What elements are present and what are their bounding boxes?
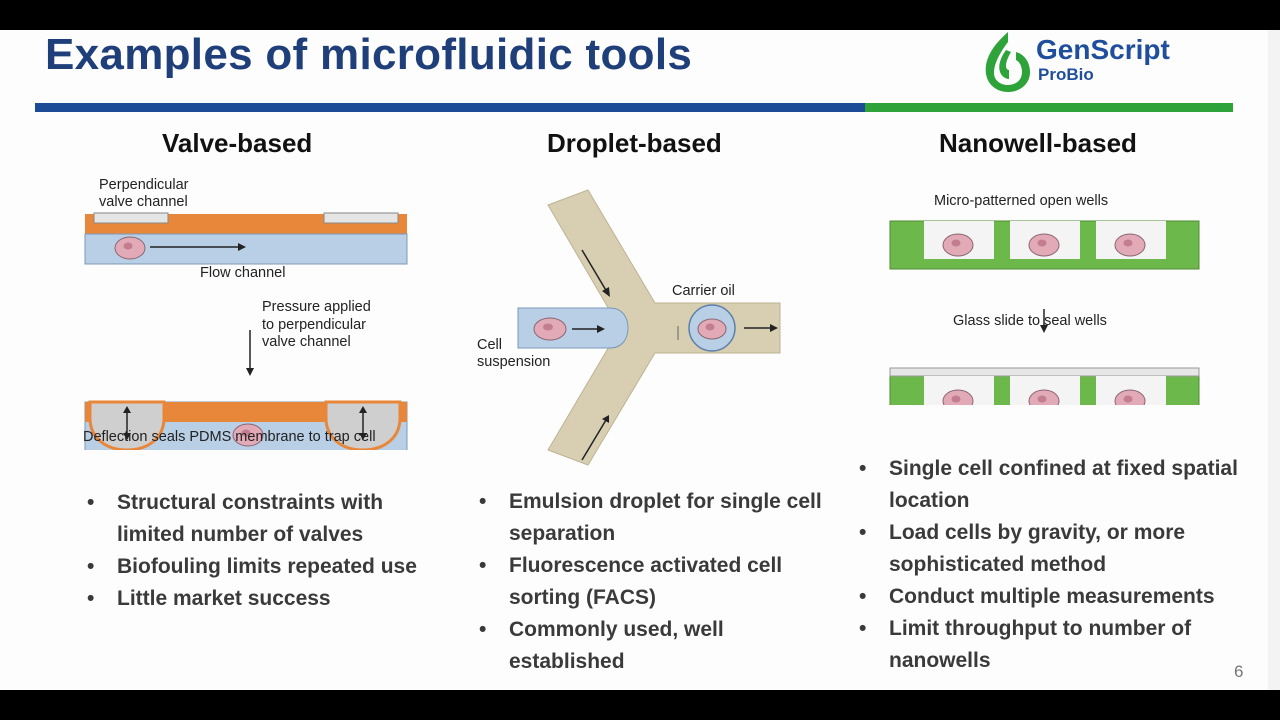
oil-arrow-bottom bbox=[581, 419, 607, 461]
droplet-bullet: •Emulsion droplet for single cell separa… bbox=[479, 490, 822, 545]
carrier-oil-channel bbox=[547, 189, 781, 466]
carrier-oil-label: Carrier oil bbox=[672, 283, 735, 299]
droplet-heading: Droplet-based bbox=[547, 128, 722, 158]
glass-slide bbox=[889, 367, 1200, 377]
slide-title: Examples of microfluidic tools bbox=[45, 30, 693, 79]
genscript-logo: GenScript ProBio bbox=[982, 30, 1202, 96]
flow-arrow-head bbox=[238, 243, 246, 251]
oil-arrow-top-head bbox=[602, 287, 610, 297]
header-divider-blue bbox=[35, 103, 865, 112]
valve-bullet: •Structural constraints with limited num… bbox=[87, 491, 384, 546]
open-wells-label: Micro-patterned open wells bbox=[934, 193, 1109, 209]
oil-arrow-bottom-head bbox=[602, 415, 609, 423]
trapped-cell-nucleus bbox=[241, 429, 251, 437]
logo-name: GenScript bbox=[1036, 34, 1170, 65]
deflection-label: Deflection seals PDMS membrane to trap c… bbox=[83, 429, 376, 445]
nanowell-bullet: •Load cells by gravity, or more sophisti… bbox=[859, 521, 1186, 576]
droplet-bullets: •Emulsion droplet for single cell separa… bbox=[479, 486, 824, 678]
seal-arrow-head bbox=[1040, 325, 1048, 333]
pressure-label-1: Pressure applied bbox=[262, 299, 371, 315]
nanowell-bullet: •Conduct multiple measurements bbox=[859, 585, 1215, 608]
cell-suspension-label-2: suspension bbox=[477, 354, 551, 370]
inlet-cell-nucleus bbox=[543, 323, 553, 331]
nucleus-top bbox=[123, 242, 133, 250]
pressure-arrow-head bbox=[246, 368, 254, 376]
open-well-nucleus-3 bbox=[1123, 239, 1133, 247]
perpendicular-label-1: Perpendicular bbox=[99, 177, 189, 193]
valve-channel-left-top bbox=[93, 212, 169, 224]
flow-channel-label: Flow channel bbox=[200, 265, 286, 281]
valve-heading: Valve-based bbox=[162, 128, 313, 158]
nanowell-heading: Nanowell-based bbox=[939, 128, 1137, 158]
valve-channel-right-top bbox=[323, 212, 399, 224]
header-divider-green bbox=[865, 103, 1233, 112]
membrane-arrow-right-down bbox=[359, 433, 367, 440]
scrollbar[interactable] bbox=[1268, 30, 1280, 690]
cell-suspension-label-1: Cell bbox=[477, 337, 502, 353]
page-number: 6 bbox=[1234, 662, 1244, 681]
droplet-bullet: •Fluorescence activated cell sorting (FA… bbox=[479, 554, 783, 609]
outlet-arrow-head bbox=[770, 324, 778, 332]
valve-bullet: •Little market success bbox=[87, 587, 331, 610]
droplet-bullet: •Commonly used, well established bbox=[479, 618, 724, 673]
slide: Examples of microfluidic tools GenScript… bbox=[0, 30, 1268, 690]
glass-slide-label: Glass slide to seal wells bbox=[953, 313, 1107, 329]
pressure-label-3: valve channel bbox=[262, 334, 351, 350]
inlet-arrow-head bbox=[597, 325, 605, 333]
sealed-well-nucleus-3 bbox=[1123, 395, 1133, 403]
sealed-well-nucleus-2 bbox=[1037, 395, 1047, 403]
valve-bullets: •Structural constraints with limited num… bbox=[87, 487, 432, 615]
membrane-arrow-left-up bbox=[123, 406, 131, 413]
perpendicular-label-2: valve channel bbox=[99, 194, 188, 210]
membrane-arrow-left-down bbox=[123, 433, 131, 440]
sealed-well-nucleus-1 bbox=[951, 395, 961, 403]
nanowell-bullets: •Single cell confined at fixed spatial l… bbox=[859, 453, 1264, 677]
genscript-logo-icon bbox=[985, 32, 1030, 92]
logo-sub: ProBio bbox=[1038, 65, 1094, 84]
nanowell-diagram bbox=[889, 220, 1200, 405]
membrane-arrow-right-up bbox=[359, 406, 367, 413]
droplet-diagram bbox=[517, 189, 781, 466]
droplet-cell-nucleus bbox=[705, 323, 715, 331]
nanowell-bullet: •Limit throughput to number of nanowells bbox=[859, 617, 1192, 672]
nanowell-bullet: •Single cell confined at fixed spatial l… bbox=[859, 457, 1238, 512]
open-well-nucleus-2 bbox=[1037, 239, 1047, 247]
pressure-label-2: to perpendicular bbox=[262, 317, 366, 333]
valve-diagram bbox=[84, 212, 408, 450]
oil-arrow-top bbox=[581, 249, 608, 293]
valve-bullet: •Biofouling limits repeated use bbox=[87, 555, 417, 578]
open-well-nucleus-1 bbox=[951, 239, 961, 247]
